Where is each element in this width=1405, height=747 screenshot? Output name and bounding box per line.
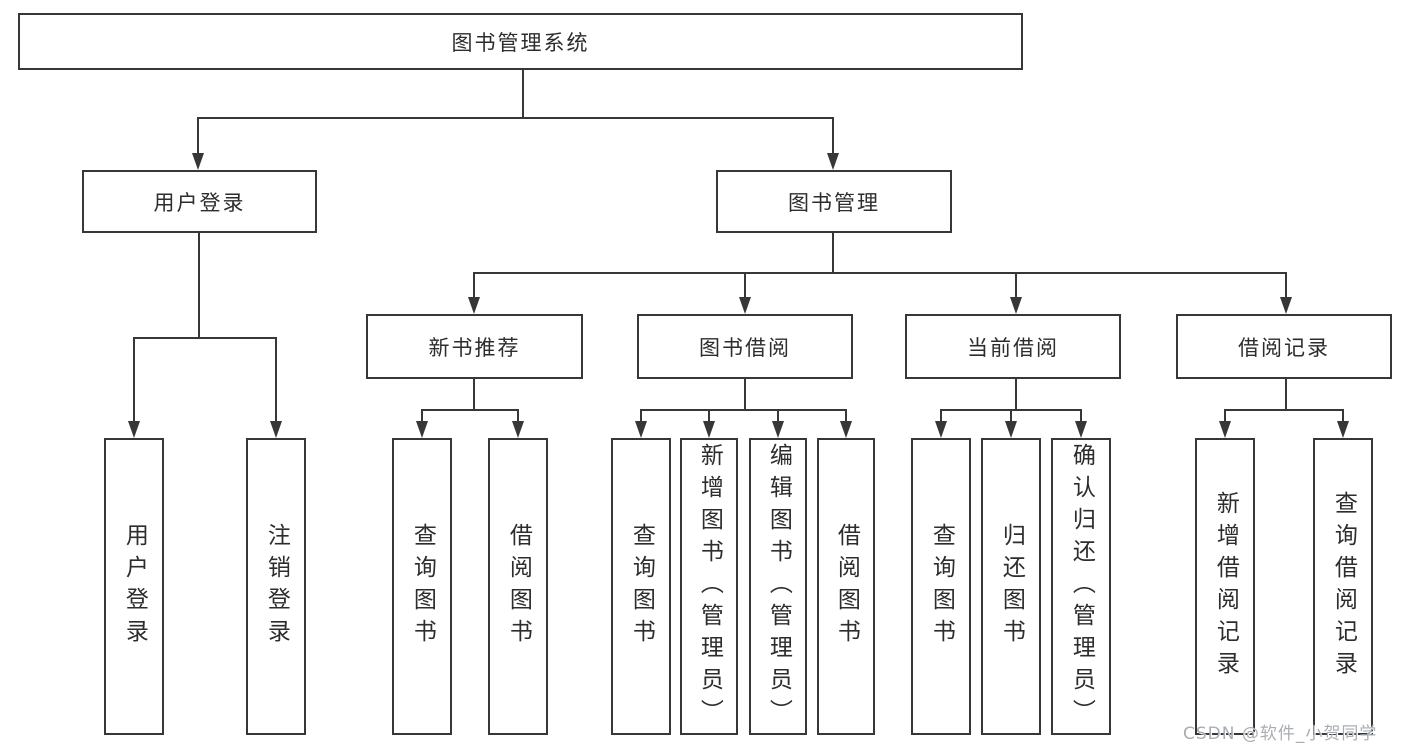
leaf-bb-query-book: 查询图书 [611,438,671,735]
arrowhead-down-leaf-logout [270,421,282,438]
leaf-rec-query-book: 查询图书 [392,438,452,735]
arrowhead-down-cb-confirm [1075,421,1087,438]
leaf-br-query-record-label: 查询借阅记录 [1330,490,1357,683]
leaf-br-query-record: 查询借阅记录 [1313,438,1373,735]
connector-user-login-stem [198,233,200,338]
leaf-logout-label: 注销登录 [263,522,290,651]
connector-book-mgmt-stem [832,233,834,273]
arrowhead-down-br-add [1219,421,1231,438]
leaf-bb-edit-book-admin-label: 编辑图书（管理员） [765,442,792,731]
leaf-user-login-label: 用户登录 [121,522,148,651]
arrowhead-down-cb-return [1005,421,1017,438]
connector-to-br-add [1224,409,1226,422]
leaf-cb-return-book: 归还图书 [981,438,1041,735]
leaf-br-add-record-label: 新增借阅记录 [1212,490,1239,683]
connector-to-new-book-recommend [473,272,475,298]
connector-bb-bar [641,409,847,411]
connector-to-leaf-user-login [133,337,135,422]
leaf-br-add-record: 新增借阅记录 [1195,438,1255,735]
connector-rec-bar [422,409,519,411]
connector-br-stem [1285,379,1287,410]
connector-to-bb-edit [777,409,779,422]
connector-root-stem [522,70,524,117]
connector-to-bb-query [640,409,642,422]
connector-cb-stem [1015,379,1017,410]
node-borrow-records: 借阅记录 [1176,314,1392,379]
node-library-system: 图书管理系统 [18,13,1023,70]
leaf-rec-query-book-label: 查询图书 [409,522,436,651]
leaf-cb-confirm-return-admin-label: 确认归还（管理员） [1068,442,1095,731]
connector-br-bar [1225,409,1344,411]
arrowhead-down-bb-edit [772,421,784,438]
connector-to-leaf-logout [275,337,277,422]
arrowhead-down-bb-query [635,421,647,438]
arrowhead-down-borrow-records [1280,297,1292,314]
connector-to-bb-borrow [845,409,847,422]
connector-to-current-borrow [1015,272,1017,298]
connector-to-cb-confirm [1080,409,1082,422]
csdn-watermark: CSDN @软件_小贺同学 [1183,724,1378,744]
arrowhead-down-br-query [1337,421,1349,438]
leaf-bb-query-book-label: 查询图书 [628,522,655,651]
connector-level3-bar [473,272,1286,274]
connector-to-cb-return [1010,409,1012,422]
connector-to-user-login [197,117,199,155]
leaf-cb-query-book: 查询图书 [911,438,971,735]
leaf-bb-edit-book-admin: 编辑图书（管理员） [749,438,807,735]
leaf-rec-borrow-book-label: 借阅图书 [505,522,532,651]
connector-to-book-borrow [744,272,746,298]
arrowhead-down-bb-add [703,421,715,438]
leaf-cb-query-book-label: 查询图书 [928,522,955,651]
leaf-logout: 注销登录 [246,438,306,735]
leaf-bb-borrow-book-label: 借阅图书 [833,522,860,651]
leaf-user-login: 用户登录 [104,438,164,735]
connector-to-bb-add [708,409,710,422]
node-new-book-recommend: 新书推荐 [366,314,583,379]
connector-to-book-management [832,117,834,155]
connector-to-cb-query [940,409,942,422]
node-user-login: 用户登录 [82,170,317,233]
arrowhead-down-bb-borrow [840,421,852,438]
node-book-management: 图书管理 [716,170,952,233]
arrowhead-down-book-borrow [739,297,751,314]
leaf-bb-borrow-book: 借阅图书 [817,438,875,735]
arrowhead-down-current-borrow [1010,297,1022,314]
connector-rec-stem [473,379,475,410]
leaf-bb-add-book-admin: 新增图书（管理员） [680,438,738,735]
leaf-cb-confirm-return-admin: 确认归还（管理员） [1051,438,1111,735]
arrowhead-down-new-book-recommend [468,297,480,314]
node-current-borrow: 当前借阅 [905,314,1121,379]
connector-level1-bar [197,117,833,119]
arrowhead-down-user-login [192,153,204,170]
arrowhead-down-rec-borrow [512,421,524,438]
arrowhead-down-book-management [827,153,839,170]
arrowhead-down-cb-query [935,421,947,438]
connector-to-br-query [1342,409,1344,422]
connector-to-rec-query [421,409,423,422]
arrowhead-down-leaf-user-login [128,421,140,438]
leaf-bb-add-book-admin-label: 新增图书（管理员） [696,442,723,731]
arrowhead-down-rec-query [416,421,428,438]
connector-to-borrow-records [1285,272,1287,298]
connector-to-rec-borrow [517,409,519,422]
connector-bb-stem [744,379,746,410]
leaf-cb-return-book-label: 归还图书 [998,522,1025,651]
leaf-rec-borrow-book: 借阅图书 [488,438,548,735]
connector-user-login-bar [134,337,277,339]
node-book-borrow: 图书借阅 [637,314,853,379]
